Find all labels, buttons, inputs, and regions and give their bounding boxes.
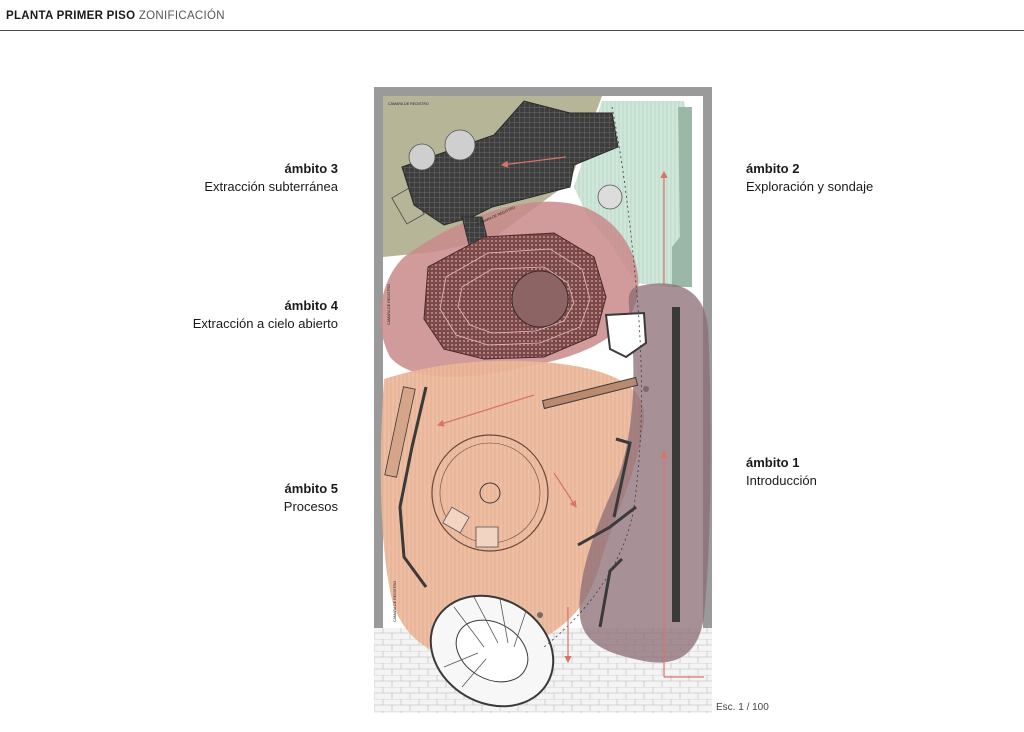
display-shelf [384, 386, 416, 478]
zone-label-1: ámbito 1 Introducción [746, 454, 966, 490]
zone-5-title: ámbito 5 [284, 481, 338, 496]
tank-circle [408, 143, 436, 171]
direction-arrow [553, 472, 577, 509]
pit-center [511, 270, 569, 328]
direction-arrow [500, 156, 567, 168]
bench [391, 187, 425, 225]
chair [475, 526, 499, 548]
round-table [431, 434, 549, 552]
zone-3-grid-structure [401, 100, 619, 226]
zone-1-desc: Introducción [746, 473, 817, 488]
camara-label: CÁMARA DE REGISTRO [393, 581, 397, 622]
scale-label: Esc. 1 / 100 [716, 702, 769, 713]
circulation-path [543, 106, 642, 648]
zone-5-desc: Procesos [283, 499, 338, 514]
partition [612, 437, 632, 518]
zone-label-3: ámbito 3 Extracción subterránea [78, 160, 338, 196]
zone-4-desc: Extracción a cielo abierto [192, 316, 338, 331]
partition [577, 505, 637, 547]
zone-5-bench [541, 376, 639, 410]
floor-plan: CÁMARA DE REGISTRO CÁMARA DE REGISTRO CÁ… [374, 87, 712, 713]
camara-label: CÁMARA DE REGISTRO [387, 284, 391, 325]
partition [598, 557, 624, 628]
header-title-light: ZONIFICACIÓN [138, 10, 225, 22]
header-title-bold: PLANTA PRIMER PISO [6, 10, 136, 22]
tank-circle [597, 184, 623, 210]
zone-2-wall [672, 107, 692, 287]
marker-dot [537, 612, 543, 618]
chair [442, 506, 470, 534]
zone-label-2: ámbito 2 Exploración y sondaje [746, 160, 966, 196]
zone-2-title: ámbito 2 [746, 161, 800, 176]
zone-label-4: ámbito 4 Extracción a cielo abierto [78, 297, 338, 333]
page-header: PLANTA PRIMER PISO ZONIFICACIÓN [6, 10, 225, 22]
header-rule [0, 30, 1024, 31]
zone-3-title: ámbito 3 [284, 161, 338, 176]
zone-2-desc: Exploración y sondaje [746, 179, 874, 194]
stair-steps [443, 596, 527, 688]
zone-4-title: ámbito 4 [284, 298, 338, 313]
zone-3-desc: Extracción subterránea [204, 179, 338, 194]
zone-1-wall [672, 307, 680, 622]
exhibit-booth [604, 311, 648, 359]
direction-arrow [436, 394, 535, 427]
tank-circle [444, 129, 476, 161]
marker-dot [643, 386, 649, 392]
zone-5-wall [398, 386, 428, 588]
zone-label-5: ámbito 5 Procesos [78, 480, 338, 516]
zone-1-title: ámbito 1 [746, 455, 800, 470]
camara-label: CÁMARA DE REGISTRO [388, 102, 429, 106]
